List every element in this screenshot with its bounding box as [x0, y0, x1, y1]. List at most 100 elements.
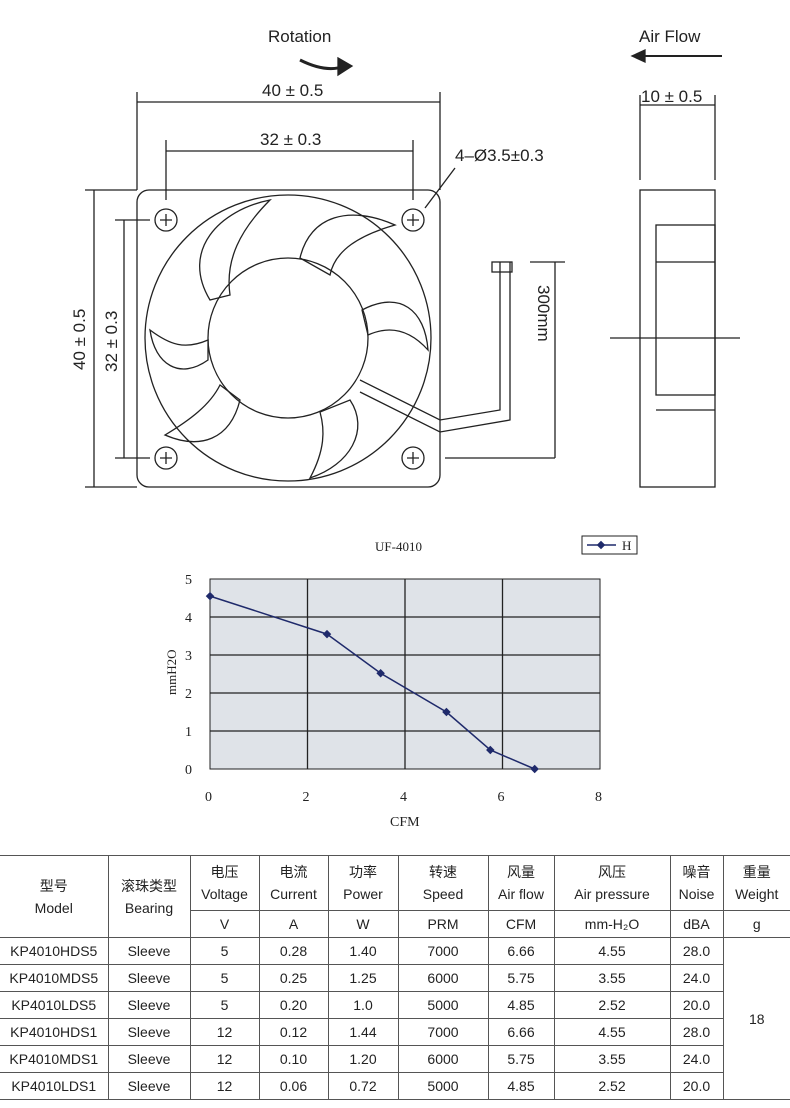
data-point: [376, 668, 385, 678]
table-cell: 5: [189, 964, 260, 992]
legend: H: [581, 535, 638, 555]
hole-spec-dim: 4–Ø3.5±0.3: [455, 146, 544, 165]
unit-cell: g: [722, 910, 790, 938]
thickness-dim: 10 ± 0.5: [641, 87, 702, 106]
outer-height-dim: 40 ± 0.5: [70, 309, 89, 370]
table-cell: 7000: [397, 937, 489, 965]
header-en: Air pressure: [574, 886, 650, 902]
table-cell: KP4010MDS5: [0, 964, 109, 992]
table-cell: Sleeve: [107, 1018, 191, 1046]
header-cell: 电压 Voltage: [189, 855, 260, 911]
outer-width-dim: 40 ± 0.5: [262, 81, 323, 100]
table-cell: 20.0: [669, 1072, 723, 1100]
header-cell: 功率 Power: [327, 855, 399, 911]
header-en: Power: [343, 886, 383, 902]
table-cell: 0.28: [258, 937, 329, 965]
unit-cell: dBA: [669, 910, 724, 938]
table-cell: 0.12: [258, 1018, 329, 1046]
x-tick-label: 4: [400, 790, 407, 805]
table-cell: 0.20: [258, 991, 329, 1019]
header-en: Model: [34, 899, 73, 916]
table-cell: 0.10: [258, 1045, 329, 1073]
table-cell: Sleeve: [107, 964, 191, 992]
weight-cell: 18: [722, 937, 790, 1100]
table-cell: 2.52: [553, 991, 671, 1019]
header-cn: 滚珠类型: [121, 877, 177, 894]
table-cell: 4.55: [553, 1018, 671, 1046]
header-cn: 转速: [429, 864, 457, 880]
table-cell: 1.0: [327, 991, 399, 1019]
y-axis-label: mmH2O: [164, 650, 179, 696]
header-cell: 转速 Speed: [397, 855, 489, 911]
table-cell: 6000: [397, 1045, 489, 1073]
table-cell: 20.0: [669, 991, 723, 1019]
table-cell: Sleeve: [107, 937, 191, 965]
table-cell: 5: [189, 937, 260, 965]
data-point: [442, 707, 451, 717]
x-tick-label: 2: [303, 790, 310, 805]
y-tick-label: 2: [185, 687, 192, 702]
table-cell: 24.0: [669, 1045, 723, 1073]
table-cell: 6.66: [487, 1018, 555, 1046]
table-cell: KP4010LDS5: [0, 991, 109, 1019]
header-cn: 噪音: [682, 864, 711, 880]
table-cell: KP4010HDS5: [0, 937, 109, 965]
header-cn: 功率: [349, 864, 377, 880]
table-cell: 12: [189, 1018, 260, 1046]
header-cell: 风压 Air pressure: [553, 855, 671, 911]
lead-length-dim: 300mm: [534, 285, 553, 342]
header-en: Bearing: [124, 899, 174, 916]
table-cell: 0.72: [327, 1072, 399, 1100]
data-point: [486, 745, 495, 755]
header-cn: 电压: [210, 864, 239, 880]
unit-cell: A: [258, 910, 329, 938]
airflow-label: Air Flow: [639, 27, 701, 46]
table-cell: 3.55: [553, 964, 671, 992]
table-cell: 12: [189, 1072, 260, 1100]
header-cn: 重量: [742, 864, 771, 880]
table-cell: Sleeve: [107, 1072, 191, 1100]
series-line-H: [209, 595, 535, 770]
table-cell: 6000: [397, 964, 489, 992]
table-cell: 5: [189, 991, 260, 1019]
table-cell: KP4010LDS1: [0, 1072, 109, 1100]
header-en: Speed: [422, 886, 464, 902]
table-cell: 2.52: [553, 1072, 671, 1100]
table-cell: 5.75: [487, 1045, 555, 1073]
hole-spacing-width-dim: 32 ± 0.3: [260, 130, 321, 149]
y-tick-label: 1: [185, 725, 192, 740]
table-cell: 7000: [397, 1018, 489, 1046]
header-en: Voltage: [201, 886, 248, 902]
data-point: [322, 629, 332, 639]
table-cell: 4.85: [487, 1072, 555, 1100]
header-en: Noise: [678, 886, 715, 902]
table-cell: 28.0: [669, 1018, 723, 1046]
unit-cell: CFM: [487, 910, 555, 938]
header-en: Current: [270, 886, 317, 902]
mounting-holes: [154, 208, 425, 470]
header-en: Air flow: [498, 886, 544, 902]
table-cell: 4.85: [487, 991, 555, 1019]
table-cell: 0.25: [258, 964, 329, 992]
rotation-label: Rotation: [268, 27, 331, 46]
y-tick-label: 5: [185, 573, 192, 588]
unit-cell: mm-H₂O: [553, 910, 671, 938]
header-cn: 风压: [598, 864, 626, 880]
y-tick-label: 3: [185, 649, 192, 664]
unit-cell: W: [327, 910, 399, 938]
x-tick-label: 0: [205, 790, 212, 805]
table-cell: 5000: [397, 991, 489, 1019]
table-cell: 1.44: [327, 1018, 399, 1046]
table-cell: 24.0: [669, 964, 723, 992]
